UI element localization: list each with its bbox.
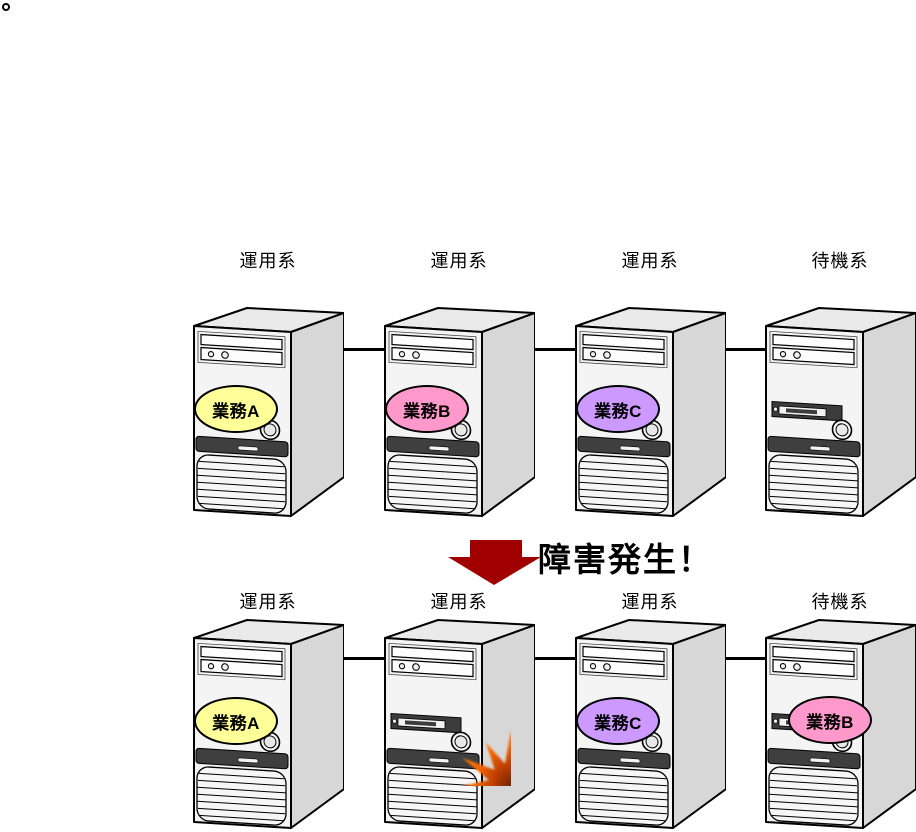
task-label: 業務A — [212, 401, 260, 421]
server-active-b-before: 運用系 業務B — [383, 251, 535, 520]
server-role-label: 運用系 — [621, 592, 679, 612]
connector-line — [341, 348, 384, 351]
failure-arrow-icon — [448, 540, 541, 585]
task-ellipse: 業務A — [194, 697, 278, 745]
server-active-a-before: 運用系 業務A — [192, 251, 344, 520]
task-label: 業務B — [806, 712, 854, 732]
task-ellipse: 業務A — [194, 385, 278, 433]
task-ellipse: 業務B — [788, 696, 872, 744]
task-ellipse: 業務C — [576, 385, 660, 433]
server-role-label: 運用系 — [430, 251, 488, 271]
task-label: 業務B — [403, 401, 451, 421]
connector-line — [723, 657, 766, 660]
server-standby-after: 待機系 業務B — [764, 592, 916, 832]
server-role-label: 待機系 — [811, 251, 869, 271]
server-role-label: 待機系 — [811, 592, 869, 612]
server-standby-before: 待機系 — [764, 251, 916, 520]
task-ellipse: 業務B — [385, 385, 469, 433]
connector-line — [532, 348, 575, 351]
connector-line — [532, 657, 575, 660]
server-role-label: 運用系 — [239, 251, 297, 271]
task-ellipse: 業務C — [576, 697, 660, 745]
stray-dot-mark — [2, 3, 10, 11]
task-label: 業務C — [594, 401, 642, 421]
server-role-label: 運用系 — [430, 592, 488, 612]
explosion-icon — [387, 662, 511, 786]
server-active-c-after: 運用系 業務C — [574, 592, 726, 832]
server-tower-icon — [764, 305, 916, 520]
server-failed-after: 運用系 — [383, 592, 535, 832]
server-role-label: 運用系 — [239, 592, 297, 612]
task-label: 業務A — [212, 713, 260, 733]
server-role-label: 運用系 — [621, 251, 679, 271]
server-active-a-after: 運用系 業務A — [192, 592, 344, 832]
server-active-c-before: 運用系 業務C — [574, 251, 726, 520]
connector-line — [341, 657, 384, 660]
task-label: 業務C — [594, 713, 642, 733]
failure-event-text: 障害発生！ — [538, 541, 713, 578]
connector-line — [723, 348, 766, 351]
